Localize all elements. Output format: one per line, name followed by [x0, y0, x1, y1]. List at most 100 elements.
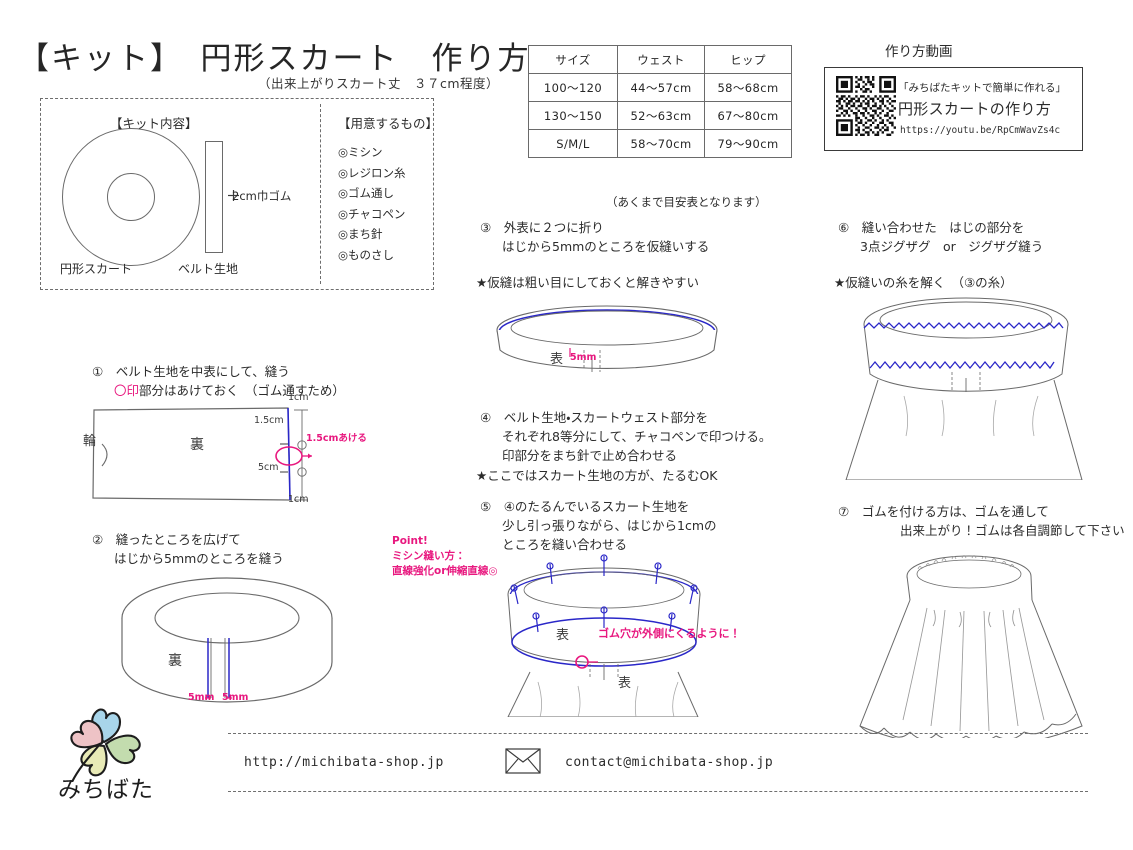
step-6-note: ★仮縫いの糸を解く （③の糸）	[834, 275, 1013, 290]
step-3-label-5mm: 5mm	[570, 352, 597, 363]
envelope-icon	[505, 748, 541, 774]
step-1-label-5cm: 5cm	[258, 462, 279, 473]
step-7-line1: ⑦ ゴムを付ける方は、ゴムを通して	[838, 504, 1049, 519]
point-line2: 直線強化or伸縮直線◎	[392, 565, 498, 577]
step-6-diagram	[845, 297, 1083, 480]
kit-contents-box	[40, 98, 434, 290]
size-table-note: （あくまで目安表となります）	[606, 195, 767, 209]
step-3-line2: はじから5mmのところを仮縫いする	[502, 239, 710, 254]
video-url[interactable]: https://youtu.be/RpCmWavZs4c	[900, 125, 1061, 136]
table-cell: 79〜90cm	[704, 129, 792, 158]
table-cell: 58〜68cm	[704, 73, 792, 102]
step-2-label-left-5mm: 5mm	[188, 692, 215, 703]
step-1-label-wa: 輪	[83, 434, 97, 449]
step-3-note: ★仮縫は粗い目にしておくと解きやすい	[476, 275, 699, 290]
point-line1: ミシン縫い方：	[392, 550, 466, 562]
step-6-line2: 3点ジグザグ or ジグザグ縫う	[860, 239, 1044, 254]
step-4-note: ★ここではスカート生地の方が、たるむOK	[476, 468, 718, 483]
point-title: Point!	[392, 535, 428, 547]
step-5-point-note: Point! ミシン縫い方： 直線強化or伸縮直線◎	[392, 534, 498, 579]
step-5-label-omote-belt: 表	[556, 628, 570, 643]
tool-item: ◎ものさし	[338, 247, 395, 262]
kit-contents-heading: 【キット内容】	[110, 116, 198, 131]
brand-name: みちばた	[58, 777, 154, 803]
step-6-text: ⑥ 縫い合わせた はじの部分を 3点ジグザグ or ジグザグ縫う	[838, 218, 1043, 256]
footer-rule-bottom	[228, 791, 1088, 792]
step-3-line1: ③ 外表に２つに折り	[480, 220, 604, 235]
clover-logo-icon	[70, 708, 141, 782]
video-caption-line1: 「みちばたキットで簡単に作れる」	[898, 82, 1066, 94]
table-cell: 58〜70cm	[617, 129, 705, 158]
video-qr-box[interactable]	[824, 67, 1083, 151]
tools-heading: 【用意するもの】	[338, 116, 439, 131]
step-6-line1: ⑥ 縫い合わせた はじの部分を	[838, 220, 1025, 235]
step-4-line2: それぞれ8等分にして、チャコペンで印つける。	[502, 429, 772, 444]
tool-item: ◎ミシン	[338, 145, 383, 159]
step-2-text: ② 縫ったところを広げて はじから5mmのところを縫う	[92, 530, 284, 568]
page-subtitle: （出来上がりスカート丈 ３７cm程度）	[258, 76, 500, 91]
table-header-cell: サイズ	[528, 45, 618, 74]
step-1-line2: 〇印部分はあけておく （ゴム通すため）	[92, 381, 345, 400]
plus-icon	[228, 190, 239, 201]
circle-mark-label: 〇印	[114, 383, 140, 398]
step-1-label-ura: 裏	[190, 437, 204, 453]
step-5-diagram	[507, 554, 701, 717]
tool-item: ◎レジロン糸	[338, 165, 406, 180]
step-5-text: ⑤ ④のたるんでいるスカート生地を 少し引っ張りながら、はじから1cmの ところ…	[480, 497, 717, 554]
table-row: S/M/L 58〜70cm 79〜90cm	[528, 129, 792, 158]
step-4-text: ④ ベルト生地・スカートウェスト部分を それぞれ8等分にして、チャコペンで印つけ…	[480, 408, 771, 465]
step-1-label-top-cm: 1cm	[288, 392, 309, 403]
belt-fabric-shape	[205, 141, 223, 253]
table-cell: 130〜150	[528, 101, 618, 130]
step-1-diagram	[92, 407, 312, 501]
kit-label-skirt: 円形スカート	[60, 262, 133, 276]
kit-box-divider	[320, 104, 321, 284]
step-7-line2: 出来上がり！ゴムは各自調節して下さい	[900, 523, 1125, 538]
video-heading: 作り方動画	[885, 44, 953, 60]
step-2-line2: はじから5mmのところを縫う	[114, 551, 284, 566]
step-7-text: ⑦ ゴムを付ける方は、ゴムを通して 出来上がり！ゴムは各自調節して下さい	[838, 502, 1125, 540]
circle-skirt-shape	[62, 128, 200, 266]
step-4-line3: 印部分をまち針で止め合わせる	[502, 448, 678, 463]
step-3-diagram	[496, 305, 718, 372]
step-5-label-omote-skirt: 表	[618, 676, 632, 691]
kit-label-belt: ベルト生地	[178, 262, 239, 276]
table-cell: 52〜63cm	[617, 101, 705, 130]
footer-shop-url[interactable]: http://michibata-shop.jp	[244, 755, 444, 770]
step-7-diagram	[859, 555, 1083, 738]
step-1-open-note: 1.5cmあける	[306, 433, 367, 444]
step-3-label-omote: 表	[550, 352, 564, 367]
table-cell: 44〜57cm	[617, 73, 705, 102]
step-3-text: ③ 外表に２つに折り はじから5mmのところを仮縫いする	[480, 218, 709, 256]
footer-contact-email[interactable]: contact@michibata-shop.jp	[565, 755, 774, 770]
step-1-line2-rest: 部分はあけておく （ゴム通すため）	[139, 383, 345, 398]
step-1-line1: ① ベルト生地を中表にして、縫う	[92, 364, 290, 379]
tool-item: ◎まち針	[338, 227, 383, 241]
tool-item: ◎ゴム通し	[338, 186, 395, 200]
table-row: 130〜150 52〜63cm 67〜80cm	[528, 101, 792, 130]
circle-skirt-hole	[107, 173, 155, 221]
step-2-line1: ② 縫ったところを広げて	[92, 532, 241, 547]
step-5-line2: 少し引っ張りながら、はじから1cmの	[502, 518, 717, 533]
video-caption-line2: 円形スカートの作り方	[898, 100, 1052, 118]
tool-item: ◎チャコペン	[338, 206, 406, 221]
table-header-cell: ウェスト	[617, 45, 705, 74]
step-1-label-bottom-cm: 1cm	[288, 494, 309, 505]
table-cell: S/M/L	[528, 129, 618, 158]
table-cell: 100〜120	[528, 73, 618, 102]
step-5-hole-note: ゴム穴が外側にくるように！	[598, 627, 741, 640]
table-header-row: サイズ ウェスト ヒップ	[528, 45, 792, 74]
footer-rule-top	[228, 733, 1088, 734]
step-5-line3: ところを縫い合わせる	[502, 537, 628, 552]
qr-code-icon[interactable]	[836, 76, 896, 136]
step-2-label-right-5mm: 5mm	[222, 692, 249, 703]
size-table: サイズ ウェスト ヒップ 100〜120 44〜57cm 58〜68cm 130…	[528, 45, 792, 158]
page-title: 【キット】 円形スカート 作り方	[18, 41, 531, 77]
elastic-label: 2cm巾ゴム	[232, 189, 292, 203]
table-row: 100〜120 44〜57cm 58〜68cm	[528, 73, 792, 102]
step-5-line1: ⑤ ④のたるんでいるスカート生地を	[480, 499, 690, 514]
table-cell: 67〜80cm	[704, 101, 792, 130]
step-2-diagram	[121, 577, 333, 703]
step-1-text: ① ベルト生地を中表にして、縫う 〇印部分はあけておく （ゴム通すため）	[92, 362, 345, 400]
